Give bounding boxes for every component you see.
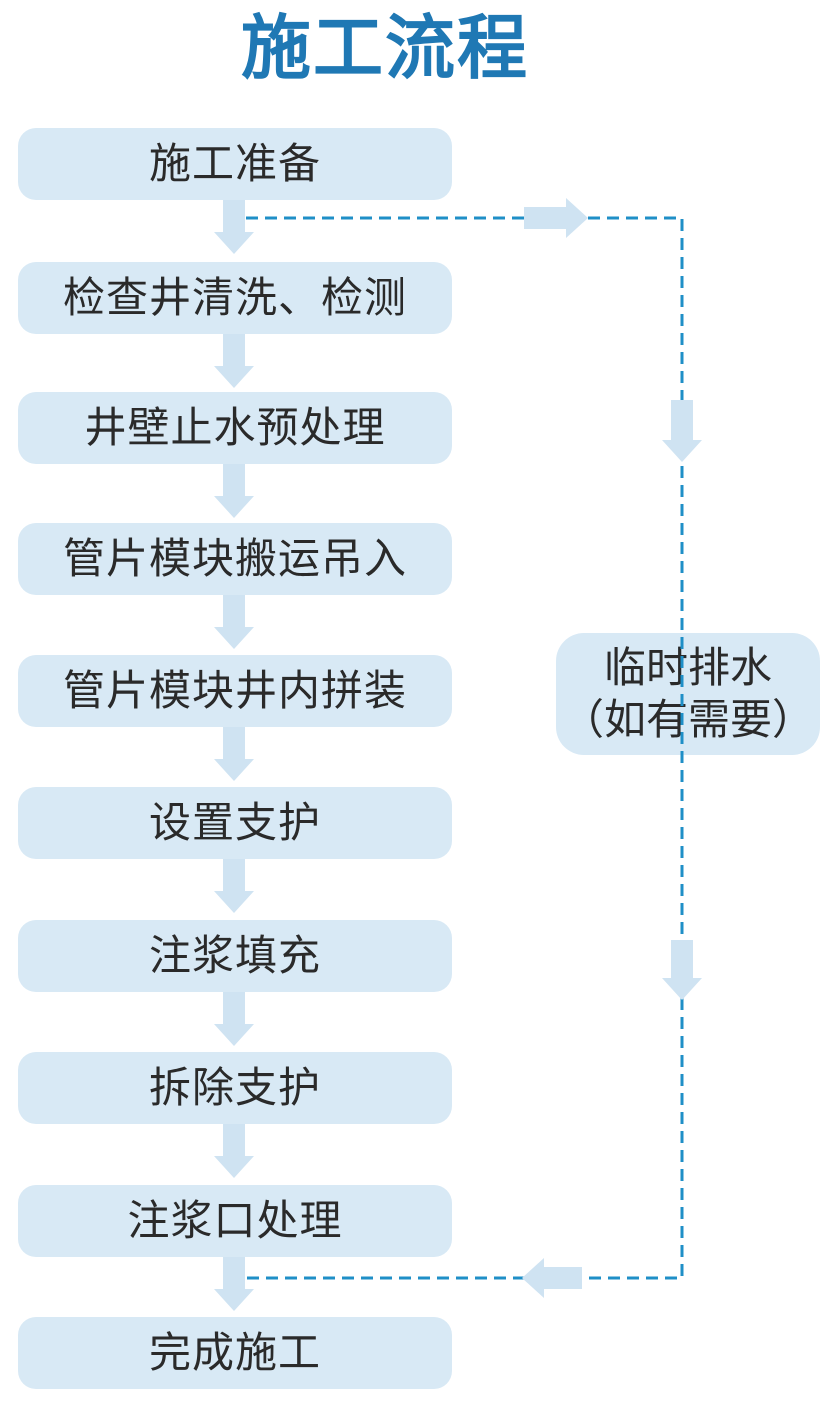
step-grout-fill: 注浆填充	[18, 920, 452, 992]
step-prepare: 施工准备	[18, 128, 452, 200]
temporary-drainage-box: 临时排水 （如有需要）	[556, 633, 820, 755]
arrow-down-icon	[214, 992, 254, 1046]
step-module-assemble: 管片模块井内拼装	[18, 655, 452, 727]
temporary-drainage-note: （如有需要）	[561, 695, 814, 744]
step-set-support: 设置支护	[18, 787, 452, 859]
dashed-connector	[246, 216, 684, 1280]
step-grout-port: 注浆口处理	[18, 1185, 452, 1257]
arrow-down-icon	[214, 727, 254, 781]
arrow-left-icon	[522, 1258, 582, 1298]
arrow-down-icon	[214, 464, 254, 518]
arrow-right-icon	[524, 198, 588, 238]
step-inspect-clean: 检查井清洗、检测	[18, 262, 452, 334]
step-wall-waterproof: 井壁止水预处理	[18, 392, 452, 464]
arrow-down-icon	[214, 595, 254, 649]
arrow-down-icon	[214, 1124, 254, 1178]
step-complete: 完成施工	[18, 1317, 452, 1389]
arrow-down-icon	[662, 400, 702, 462]
arrow-down-icon	[214, 859, 254, 913]
step-remove-support: 拆除支护	[18, 1052, 452, 1124]
diagram-title: 施工流程	[241, 7, 529, 89]
arrow-down-icon	[214, 200, 254, 254]
arrow-down-icon	[214, 334, 254, 388]
step-module-lift: 管片模块搬运吊入	[18, 523, 452, 595]
temporary-drainage-label: 临时排水	[603, 643, 772, 692]
arrow-down-icon	[662, 940, 702, 1000]
arrow-down-icon	[214, 1257, 254, 1311]
